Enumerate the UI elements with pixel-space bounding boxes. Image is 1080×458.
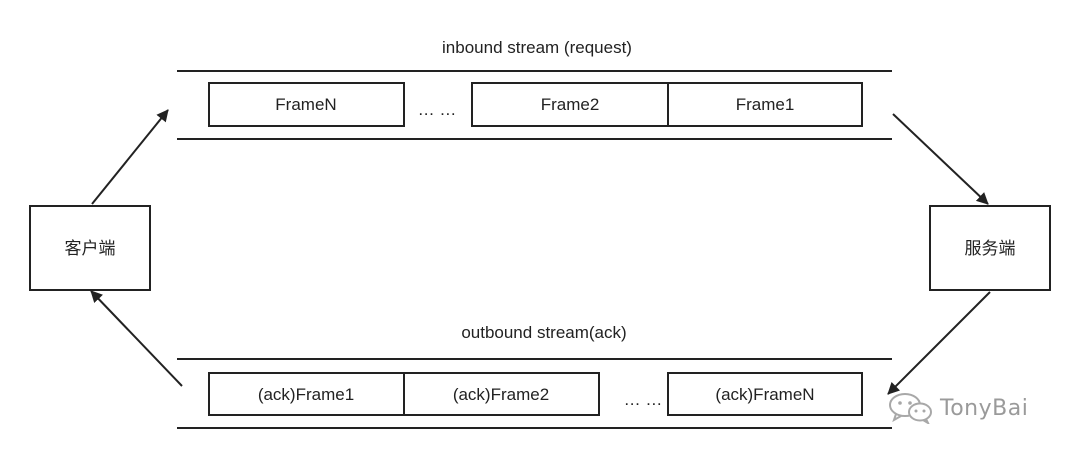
server-node-label: 服务端 — [965, 239, 1016, 258]
arrow-outbound-to-client — [90, 290, 183, 387]
inbound-frame-1-box — [667, 82, 863, 127]
outbound-frame-2-box — [403, 372, 600, 416]
outbound-frame-n-box — [667, 372, 863, 416]
watermark-text: TonyBai — [940, 395, 1029, 421]
outbound-frame-1-label: (ack)Frame1 — [258, 385, 354, 404]
arrow-inbound-to-server — [892, 113, 989, 205]
outbound-frame-1-box — [208, 372, 405, 416]
arrow-client-to-inbound — [91, 109, 169, 205]
wechat-icon — [889, 393, 932, 424]
client-node-label: 客户端 — [65, 239, 116, 258]
arrow-server-to-outbound — [887, 291, 991, 395]
server-node-box — [929, 205, 1051, 291]
outbound-ellipsis: … … — [624, 390, 663, 409]
inbound-frame-n-label: FrameN — [275, 95, 336, 114]
inbound-frame-1-label: Frame1 — [736, 95, 795, 114]
inbound-stream-title: inbound stream (request) — [442, 38, 632, 57]
watermark: TonyBai — [888, 392, 1028, 424]
inbound-ellipsis: … … — [418, 100, 457, 119]
inbound-frame-n-box — [208, 82, 405, 127]
client-node-box — [29, 205, 151, 291]
inbound-frame-2-label: Frame2 — [541, 95, 600, 114]
outbound-stream-title: outbound stream(ack) — [461, 323, 626, 342]
outbound-frame-n-label: (ack)FrameN — [715, 385, 814, 404]
outbound-frame-2-label: (ack)Frame2 — [453, 385, 549, 404]
